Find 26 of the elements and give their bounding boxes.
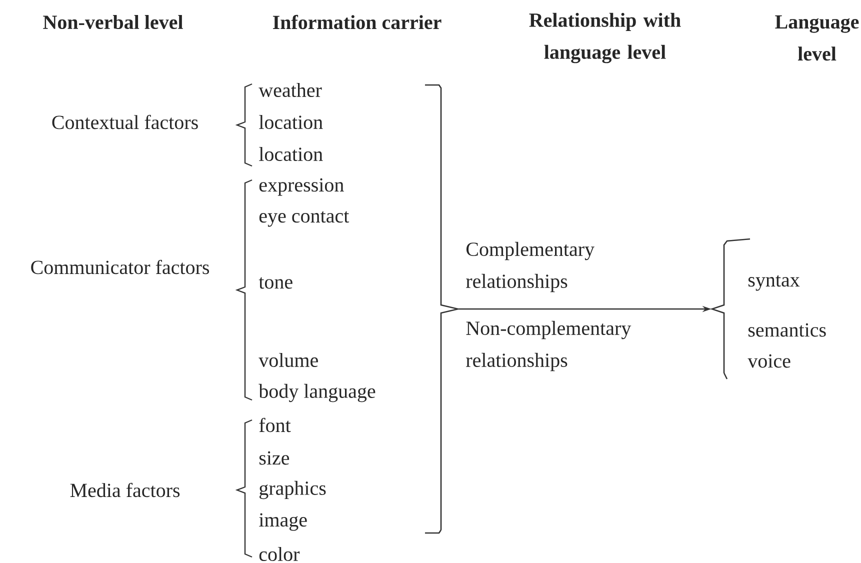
column-header: Language level <box>775 15 859 61</box>
carrier-item: image <box>259 513 307 531</box>
carrier-item: syntax <box>748 275 800 291</box>
factor-label: Media factors <box>70 482 180 498</box>
carrier-item: semantics <box>748 323 826 337</box>
factor-label: Contextual factors <box>52 114 198 130</box>
relationship-label: Complementary relationships <box>466 242 594 292</box>
column-header: Non-verbal level <box>43 14 183 30</box>
carrier-item: color <box>259 546 300 562</box>
carrier-item: graphics <box>260 480 326 500</box>
carrier-item: body language <box>258 384 376 402</box>
carrier-item: volume <box>258 352 318 368</box>
carrier-item: font <box>259 418 291 432</box>
relationship-label: Non-complementary relationships <box>466 320 632 372</box>
bracket <box>425 84 461 534</box>
carrier-item: weather <box>258 82 322 98</box>
carrier-item: tone <box>258 277 292 289</box>
factor-label: Communicator factors <box>31 260 209 274</box>
carrier-item: location <box>259 114 323 130</box>
carrier-item: size <box>259 451 290 465</box>
carrier-item: voice <box>748 354 790 368</box>
carrier-item: location <box>259 146 323 162</box>
carrier-item: expression <box>259 178 344 196</box>
column-header: Relationship with language level <box>529 12 681 64</box>
column-header: Information carrier <box>273 14 442 30</box>
carrier-item: eye contact <box>259 211 350 227</box>
